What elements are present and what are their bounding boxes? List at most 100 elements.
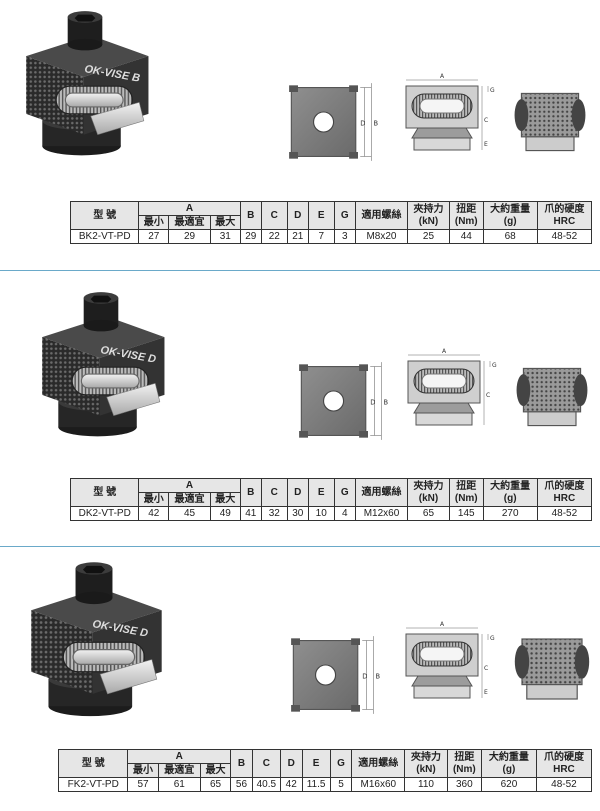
cell-a-best: 61 <box>157 777 202 792</box>
dim-a-label: A <box>442 348 447 355</box>
cell-d: 42 <box>279 777 303 792</box>
dim-d-label: D <box>360 119 365 127</box>
col-c-header: C <box>261 478 288 507</box>
dim-c-label: C <box>484 117 488 124</box>
diagram-side-profile: A G C E <box>398 73 495 162</box>
cell-hardness: 48-52 <box>535 777 593 792</box>
col-g-header: G <box>329 749 353 778</box>
cell-weight: 270 <box>482 506 538 521</box>
col-a-header: A <box>138 478 241 493</box>
diagram-top-view <box>510 82 590 162</box>
section-divider <box>0 546 600 547</box>
col-a-max-header: 最大 <box>209 492 241 507</box>
col-b-header: B <box>230 749 253 778</box>
cell-torque: 145 <box>448 506 484 521</box>
col-model-header: 型 號 <box>69 201 140 230</box>
diagram-front-square: D B <box>280 625 380 725</box>
cell-c: 22 <box>261 229 288 244</box>
col-b-header: B <box>239 478 263 507</box>
col-d-header: D <box>279 749 303 778</box>
cell-torque: 44 <box>448 229 484 244</box>
diagram-top-view <box>510 627 594 711</box>
cell-model: FK2-VT-PD <box>57 777 129 792</box>
cell-a-min: 42 <box>138 506 170 521</box>
table-row: FK2-VT-PD 57 61 65 56 40.5 42 11.5 5 M16… <box>57 777 593 792</box>
cell-a-min: 27 <box>138 229 170 244</box>
diagram-side-profile: A G C <box>400 348 497 437</box>
col-g-header: G <box>333 478 356 507</box>
cell-e: 7 <box>307 229 335 244</box>
cell-b: 41 <box>239 506 263 521</box>
cell-screw: M16x60 <box>351 777 406 792</box>
col-e-header: E <box>307 201 335 230</box>
col-b-header: B <box>239 201 263 230</box>
dim-g-label: G <box>492 362 497 369</box>
col-d-header: D <box>286 201 309 230</box>
cell-b: 56 <box>230 777 253 792</box>
dim-g-label: G <box>490 635 495 642</box>
dim-b-label: B <box>384 398 388 406</box>
cell-hardness: 48-52 <box>536 229 593 244</box>
product-photo: OK-VISE D <box>41 291 166 437</box>
product-section-3: OK-VISE D D B A G C E 型 號 A B C D E G 適用… <box>0 547 600 811</box>
diagram-front-square: D B <box>278 72 378 172</box>
cell-model: BK2-VT-PD <box>69 229 140 244</box>
dim-c-label: C <box>486 392 490 399</box>
cell-a-max: 65 <box>200 777 232 792</box>
cell-weight: 620 <box>480 777 537 792</box>
table-row: BK2-VT-PD 27 29 31 29 22 21 7 3 M8x20 25… <box>69 229 593 244</box>
dim-e-label: E <box>484 689 488 696</box>
cell-b: 29 <box>239 229 263 244</box>
col-model-header: 型 號 <box>57 749 129 778</box>
cell-a-max: 31 <box>209 229 241 244</box>
diagram-side-profile: A G C E <box>398 621 495 713</box>
col-a-max-header: 最大 <box>200 763 232 778</box>
col-a-max-header: 最大 <box>209 215 241 230</box>
col-screw-header: 適用螺絲 <box>351 749 406 778</box>
spec-table: 型 號 A B C D E G 適用螺絲 夾持力(kN) 扭距(Nm) 大約重量… <box>69 201 593 244</box>
col-d-header: D <box>286 478 309 507</box>
dim-d-label: D <box>362 672 367 680</box>
cell-e: 11.5 <box>301 777 331 792</box>
col-model-header: 型 號 <box>69 478 140 507</box>
product-section-1: OK-VISE B D B A G C E 型 號 A B C D E G 適用… <box>0 0 600 270</box>
dim-e-label: E <box>484 141 488 148</box>
cell-torque: 360 <box>446 777 482 792</box>
col-c-header: C <box>261 201 288 230</box>
col-weight-header: 大約重量(g) <box>482 478 538 507</box>
dim-b-label: B <box>374 119 378 127</box>
col-force-header: 夾持力(kN) <box>407 201 450 230</box>
col-screw-header: 適用螺絲 <box>354 478 409 507</box>
cell-c: 32 <box>261 506 288 521</box>
col-g-header: G <box>333 201 356 230</box>
table-row: DK2-VT-PD 42 45 49 41 32 30 10 4 M12x60 … <box>69 506 593 521</box>
diagram-top-view <box>512 357 592 437</box>
col-torque-header: 扭距(Nm) <box>446 749 482 778</box>
col-screw-header: 適用螺絲 <box>354 201 409 230</box>
cell-d: 30 <box>286 506 309 521</box>
cell-weight: 68 <box>482 229 538 244</box>
cell-a-best: 29 <box>168 229 211 244</box>
cell-g: 5 <box>329 777 353 792</box>
col-c-header: C <box>251 749 281 778</box>
cell-screw: M12x60 <box>354 506 409 521</box>
cell-hardness: 48-52 <box>536 506 593 521</box>
cell-a-best: 45 <box>168 506 211 521</box>
product-photo: OK-VISE B <box>25 10 150 156</box>
diagram-front-square: D B <box>288 351 388 451</box>
dim-d-label: D <box>370 398 375 406</box>
dim-a-label: A <box>440 621 445 628</box>
cell-screw: M8x20 <box>354 229 409 244</box>
dim-g-label: G <box>490 87 495 94</box>
col-a-min-header: 最小 <box>127 763 159 778</box>
col-weight-header: 大約重量(g) <box>482 201 538 230</box>
col-a-min-header: 最小 <box>138 492 170 507</box>
cell-force: 65 <box>407 506 450 521</box>
cell-force: 110 <box>404 777 448 792</box>
col-a-header: A <box>127 749 232 764</box>
cell-e: 10 <box>307 506 335 521</box>
cell-force: 25 <box>407 229 450 244</box>
col-a-best-header: 最適宜 <box>168 215 211 230</box>
